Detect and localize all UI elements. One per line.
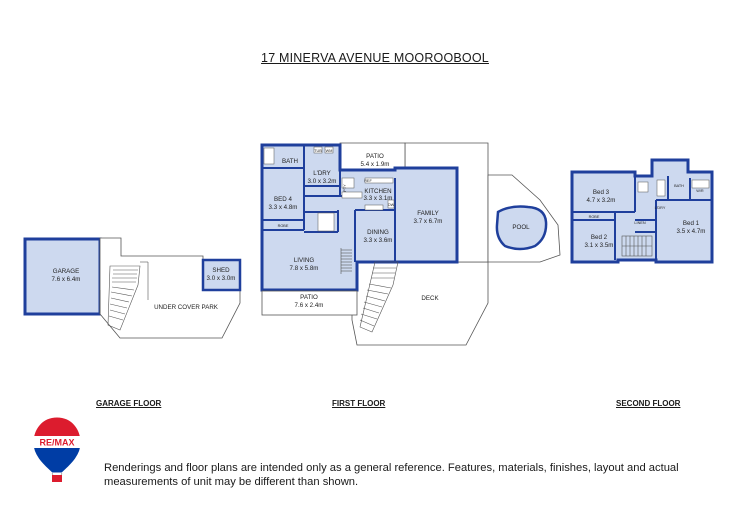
dining-size: 3.3 x 3.6m <box>364 237 393 244</box>
bed4-name: BED 4 <box>274 196 292 203</box>
plan-title: 17 MINERVA AVENUE MOOROOBOOL <box>261 51 489 65</box>
second-floor-plan: Bed 3 4.7 x 3.2m ROBE LINEN Bed 2 3.1 x … <box>570 158 714 264</box>
ldry2-name: L'DRY <box>655 206 666 210</box>
bath1-name: BATH <box>282 158 298 165</box>
patio-bottom-area <box>261 290 358 316</box>
second-floor-interior-walls <box>572 176 712 262</box>
family-name: FAMILY <box>417 210 439 217</box>
second-floor-stairs <box>621 235 653 257</box>
second-floor-fixtures <box>637 179 710 197</box>
kitchen-size: 3.3 x 3.1m <box>364 195 393 202</box>
first-floor-fixtures <box>263 146 395 232</box>
remax-logo-text: RE/MAX <box>39 438 74 448</box>
robe2-name: ROBE <box>589 215 600 219</box>
pool-plan: POOL <box>487 174 561 263</box>
deck-name: DECK <box>421 295 439 302</box>
bed4-size: 3.3 x 4.8m <box>269 204 298 211</box>
ldry1-name: L'DRY <box>313 170 331 177</box>
family-size: 3.7 x 6.7m <box>414 218 443 225</box>
shed-size: 3.0 x 3.0m <box>207 275 236 282</box>
pool-name: POOL <box>512 224 530 231</box>
patio-bottom-name: PATIO <box>300 294 318 301</box>
kitchen-name: KITCHEN <box>364 188 391 195</box>
garage-size: 7.6 x 6.4m <box>52 276 81 283</box>
shed-name: SHED <box>212 267 230 274</box>
bed1-size: 3.5 x 4.7m <box>677 228 706 235</box>
garage-stairs <box>107 261 149 331</box>
first-floor-plan: TUB WM PATIO 5.4 x <box>260 142 489 346</box>
bed2-size: 3.1 x 3.5m <box>585 242 614 249</box>
disclaimer-text: Renderings and floor plans are intended … <box>104 462 679 488</box>
first-floor-house <box>260 143 459 292</box>
garage-floor-label: GARAGE FLOOR <box>96 399 162 408</box>
deck-stairs <box>359 261 399 333</box>
second-floor-label: SECOND FLOOR <box>616 399 681 408</box>
pty-name: PTY <box>343 184 347 192</box>
robe1-name: ROBE <box>278 224 289 228</box>
bed3-name: Bed 3 <box>593 189 610 196</box>
bed1-name: Bed 1 <box>683 220 700 227</box>
dining-name: DINING <box>367 229 389 236</box>
garage-floor-plan: GARAGE 7.6 x 6.4m SHED 3.0 x 3.0m UNDER … <box>23 237 242 339</box>
ldry1-size: 3.0 x 3.2m <box>308 178 337 185</box>
linen-name: LINEN <box>634 221 645 225</box>
patio-bottom-size: 7.6 x 2.4m <box>295 302 324 309</box>
pool-water <box>495 205 548 251</box>
patio-top-name: PATIO <box>366 153 384 160</box>
tub-label-1: TUB <box>314 149 322 153</box>
first-floor-stairs <box>340 248 352 274</box>
living-size: 7.8 x 5.8m <box>290 265 319 272</box>
dw-name: DW <box>388 203 395 207</box>
patio-top-size: 5.4 x 1.9m <box>361 161 390 168</box>
second-floor-house <box>570 158 714 264</box>
first-floor-label: FIRST FLOOR <box>332 399 386 408</box>
wir-name: W/R <box>696 189 704 193</box>
living-name: LIVING <box>294 257 314 264</box>
garage-name: GARAGE <box>53 268 79 275</box>
ref-name: REF <box>364 179 372 183</box>
remax-balloon-logo: RE/MAX <box>32 416 82 482</box>
bed3-size: 4.7 x 3.2m <box>587 197 616 204</box>
shed-room <box>201 258 242 292</box>
first-floor-interior-walls <box>262 145 396 262</box>
under-cover-park-name: UNDER COVER PARK <box>154 304 219 311</box>
bed2-name: Bed 2 <box>591 234 608 241</box>
bath2-name: BATH <box>674 184 684 188</box>
tub-label-2: WM <box>326 149 333 153</box>
